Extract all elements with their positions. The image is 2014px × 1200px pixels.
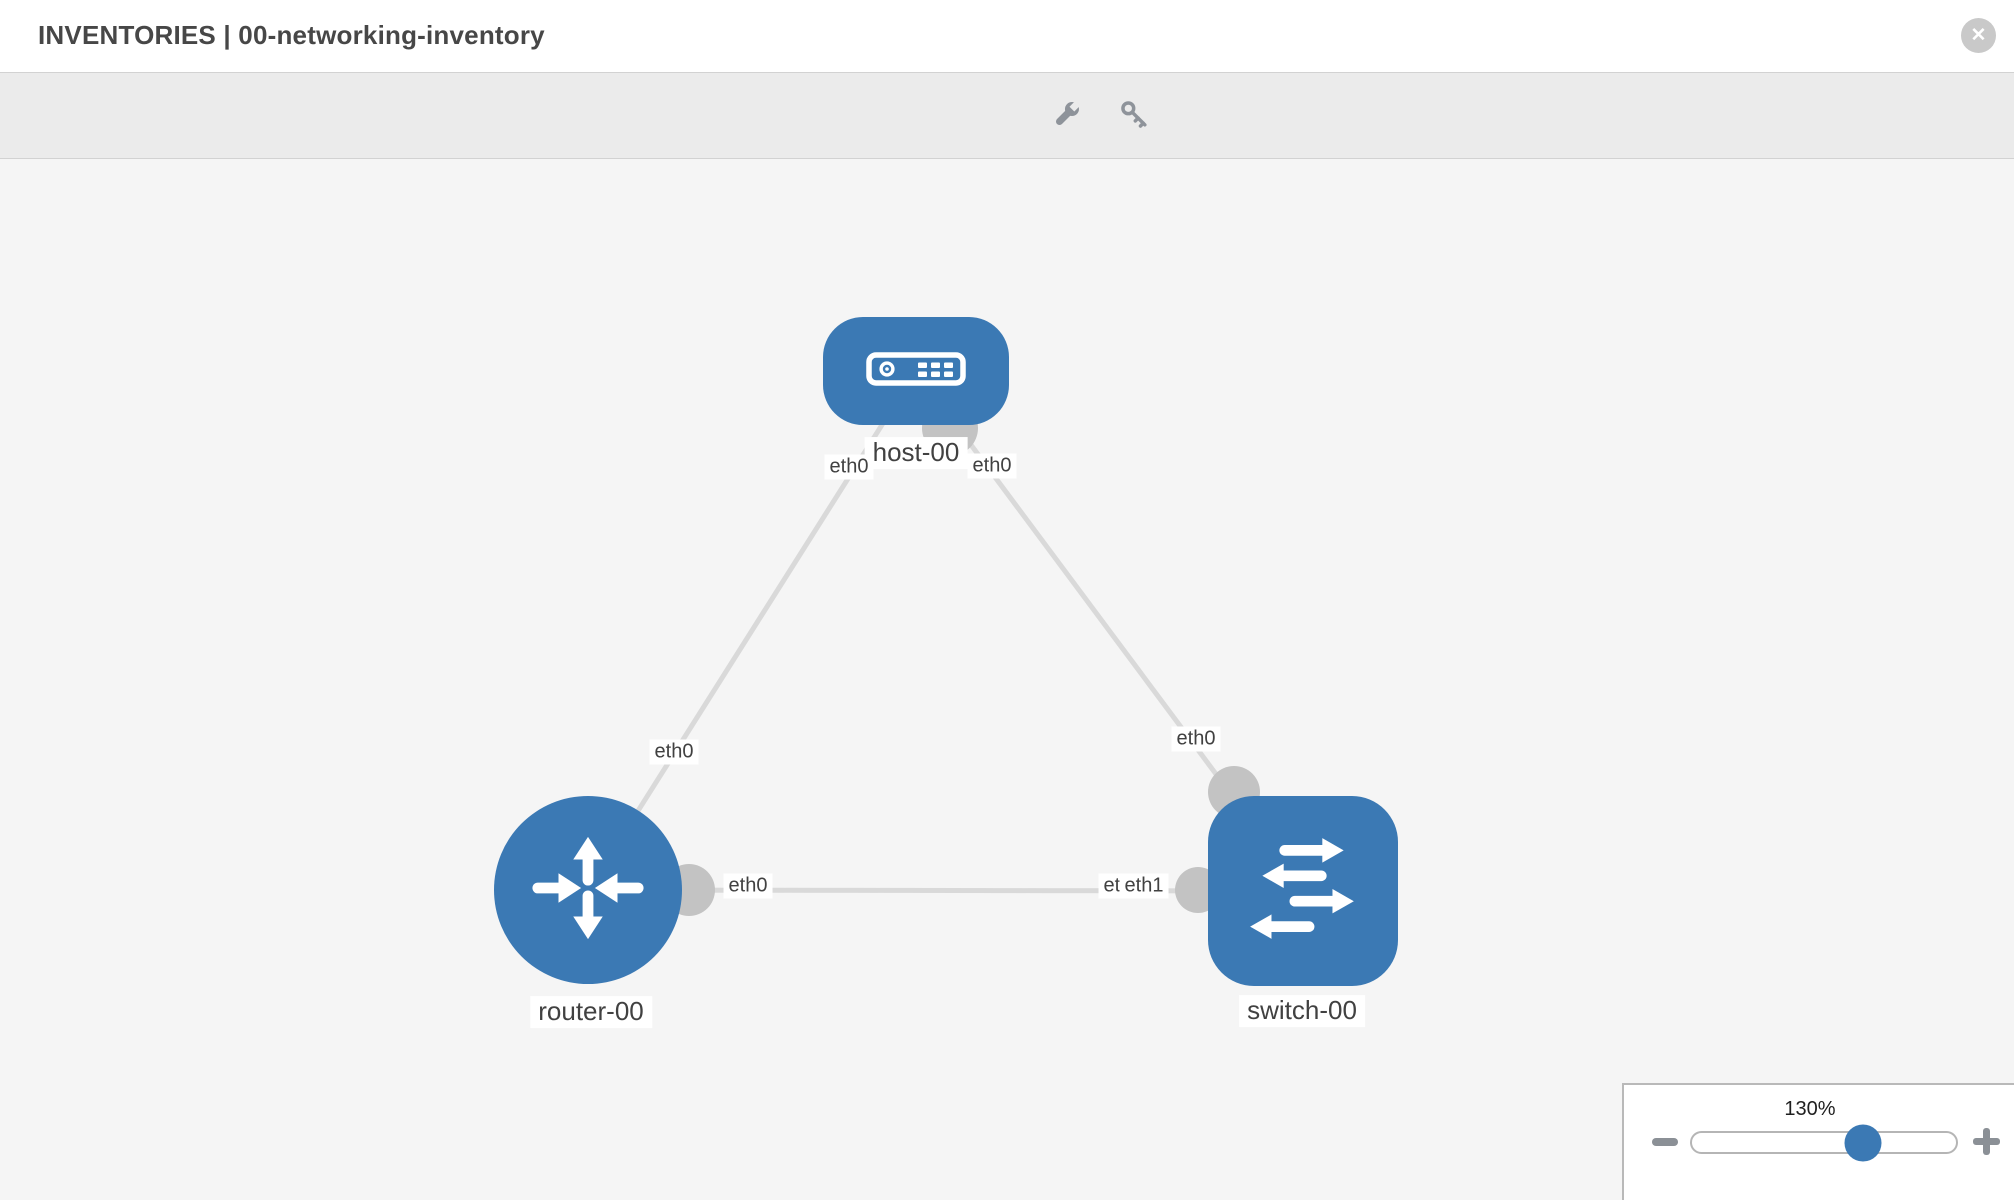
zoom-in-button[interactable] [1973, 1128, 2000, 1155]
node-router-00[interactable] [494, 796, 682, 984]
host-device-icon [866, 351, 966, 391]
switch-arrows-icon [1242, 828, 1364, 955]
plus-icon [1983, 1128, 1990, 1155]
minus-icon [1652, 1138, 1678, 1146]
topology-canvas[interactable] [0, 158, 2014, 1200]
node-switch-00[interactable] [1208, 796, 1398, 986]
toolbar [0, 72, 2014, 159]
key-icon[interactable] [1118, 98, 1151, 136]
router-arrows-icon [529, 829, 647, 952]
zoom-percentage: 130% [1784, 1098, 1836, 1120]
node-host-00[interactable] [823, 317, 1009, 425]
close-x-glyph: ✕ [1970, 25, 1987, 46]
zoom-slider[interactable] [1690, 1124, 1958, 1161]
wrench-icon[interactable] [1050, 98, 1083, 136]
zoom-out-button[interactable] [1652, 1138, 1678, 1146]
zoom-control-panel: 130% [1622, 1083, 2014, 1200]
header: INVENTORIES | 00-networking-inventory ✕ [0, 0, 2014, 72]
zoom-slider-thumb[interactable] [1844, 1124, 1882, 1161]
page-title: INVENTORIES | 00-networking-inventory [38, 20, 545, 50]
close-icon[interactable]: ✕ [1961, 18, 1996, 53]
